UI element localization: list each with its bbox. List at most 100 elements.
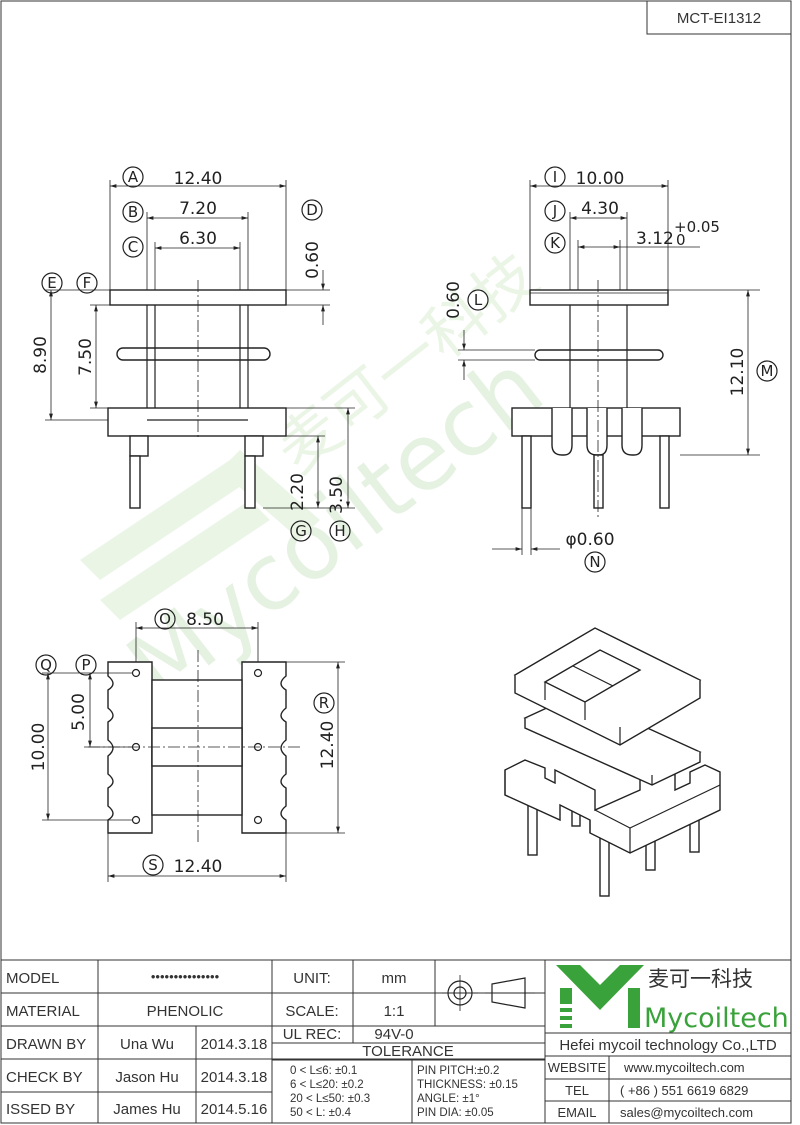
svg-text:I: I [553, 168, 557, 186]
tolerance-range-3: 20 < L≤50: ±0.3 [290, 1093, 370, 1105]
projection-symbol-icon [442, 975, 535, 1011]
label-k: K [544, 232, 566, 254]
svg-text:P: P [81, 656, 90, 674]
company-logo-text: Mycoiltech [644, 1003, 789, 1034]
label-l: L [467, 289, 489, 311]
material-value: PHENOLIC [147, 1003, 224, 1020]
dim-p-value: 5.00 [69, 693, 89, 731]
svg-text:H: H [334, 522, 345, 540]
svg-text:F: F [83, 274, 92, 292]
watermark: Mycoiltech 麦可一科技 [80, 239, 563, 721]
side-mid-flange [534, 349, 664, 361]
svg-text:R: R [319, 694, 329, 712]
scale-label: SCALE: [285, 1003, 338, 1020]
front-view: 12.40 7.20 6.30 0.60 8.90 7.50 2.20 3.50 [31, 166, 355, 542]
dim-k-tol-zero: 0 [676, 231, 686, 249]
label-o: O [154, 608, 176, 630]
side-pin-1 [521, 435, 532, 509]
model-value: ••••••••••••••• [151, 969, 220, 984]
unit-value: mm [382, 970, 407, 987]
tel-value: ( +86 ) 551 6619 6829 [620, 1083, 748, 1098]
label-h: H [329, 520, 351, 542]
ul-rec-label: UL REC: [283, 1026, 342, 1043]
ul-rec-value: 94V-0 [374, 1026, 413, 1043]
side-pin-2 [593, 454, 604, 509]
dim-e-value: 8.90 [31, 336, 51, 374]
check-by-name: Jason Hu [115, 1069, 178, 1086]
tolerance-angle: ANGLE: ±1° [417, 1093, 480, 1105]
svg-text:O: O [159, 610, 171, 628]
company-cn-name: 麦可一科技 [648, 968, 753, 991]
label-n: N [584, 551, 606, 573]
dim-l-value: 0.60 [444, 281, 464, 319]
drawing-number: MCT-EI1312 [677, 10, 761, 27]
dim-c-value: 6.30 [179, 229, 217, 249]
material-label: MATERIAL [6, 1003, 80, 1020]
check-by-label: CHECK BY [6, 1069, 83, 1086]
svg-text:A: A [128, 168, 139, 186]
front-mid-flange [116, 347, 271, 361]
svg-text:L: L [474, 291, 483, 309]
drawn-by-name: Una Wu [120, 1036, 174, 1053]
dim-f-value: 7.50 [76, 338, 96, 376]
dim-k-value: 3.12 [636, 229, 674, 249]
svg-text:Q: Q [40, 656, 52, 674]
check-by-date: 2014.3.18 [201, 1069, 268, 1086]
side-view: 10.00 4.30 3.12 +0.05 0 0.60 12.10 φ0.60… [444, 166, 778, 573]
bottom-view: 8.50 10.00 5.00 12.40 12.40 O P Q R S [29, 608, 345, 882]
unit-label: UNIT: [293, 970, 331, 987]
label-d: D [301, 199, 323, 221]
website-value: www.mycoiltech.com [623, 1060, 745, 1075]
svg-text:B: B [128, 203, 138, 221]
dim-q-value: 10.00 [29, 723, 49, 772]
side-top-flange [529, 289, 669, 306]
svg-text:C: C [128, 238, 138, 256]
svg-text:S: S [148, 856, 158, 874]
dim-h-value: 3.50 [327, 476, 347, 514]
dim-m-value: 12.10 [728, 348, 748, 397]
label-s: S [142, 854, 164, 876]
label-r: R [313, 692, 335, 714]
title-block: MODEL ••••••••••••••• MATERIAL PHENOLIC … [0, 959, 792, 1124]
model-label: MODEL [6, 970, 59, 987]
label-i: I [544, 166, 566, 188]
svg-text:N: N [589, 553, 600, 571]
label-m: M [756, 360, 778, 382]
front-pin-left [129, 455, 141, 509]
label-c: C [122, 236, 144, 258]
dim-o-value: 8.50 [186, 610, 224, 630]
scale-value: 1:1 [384, 1003, 405, 1020]
drawn-by-date: 2014.3.18 [201, 1036, 268, 1053]
issued-by-label: ISSED BY [6, 1101, 75, 1118]
tolerance-pin-pitch: PIN PITCH:±0.2 [417, 1065, 499, 1077]
website-label: WEBSITE [548, 1060, 607, 1075]
company-full-name: Hefei mycoil technology Co.,LTD [559, 1037, 776, 1054]
svg-text:G: G [295, 522, 307, 540]
dim-a-value: 12.40 [174, 169, 223, 189]
dim-n-value: φ0.60 [565, 530, 614, 550]
isometric-view [504, 627, 721, 897]
email-label: EMAIL [557, 1105, 596, 1120]
tolerance-label: TOLERANCE [362, 1043, 453, 1060]
issued-by-name: James Hu [113, 1101, 181, 1118]
svg-text:J: J [552, 202, 557, 220]
svg-text:K: K [550, 234, 561, 252]
label-b: B [122, 201, 144, 223]
label-a: A [122, 166, 144, 188]
bottom-right-comb [241, 661, 287, 834]
svg-text:M: M [761, 362, 774, 380]
tel-label: TEL [565, 1083, 589, 1098]
front-base [107, 407, 287, 437]
svg-text:E: E [47, 274, 56, 292]
tolerance-range-4: 50 < L: ±0.4 [290, 1107, 352, 1119]
tolerance-range-1: 0 < L≤6: ±0.1 [290, 1065, 357, 1077]
dim-b-value: 7.20 [179, 199, 217, 219]
tolerance-range-2: 6 < L≤20: ±0.2 [290, 1079, 364, 1091]
tolerance-pin-dia: PIN DIA: ±0.05 [417, 1107, 494, 1119]
label-p: P [75, 654, 97, 676]
label-j: J [544, 200, 566, 222]
drawn-by-label: DRAWN BY [6, 1036, 86, 1053]
label-g: G [290, 520, 312, 542]
drawing-number-box: MCT-EI1312 [646, 0, 792, 35]
label-f: F [76, 272, 98, 294]
